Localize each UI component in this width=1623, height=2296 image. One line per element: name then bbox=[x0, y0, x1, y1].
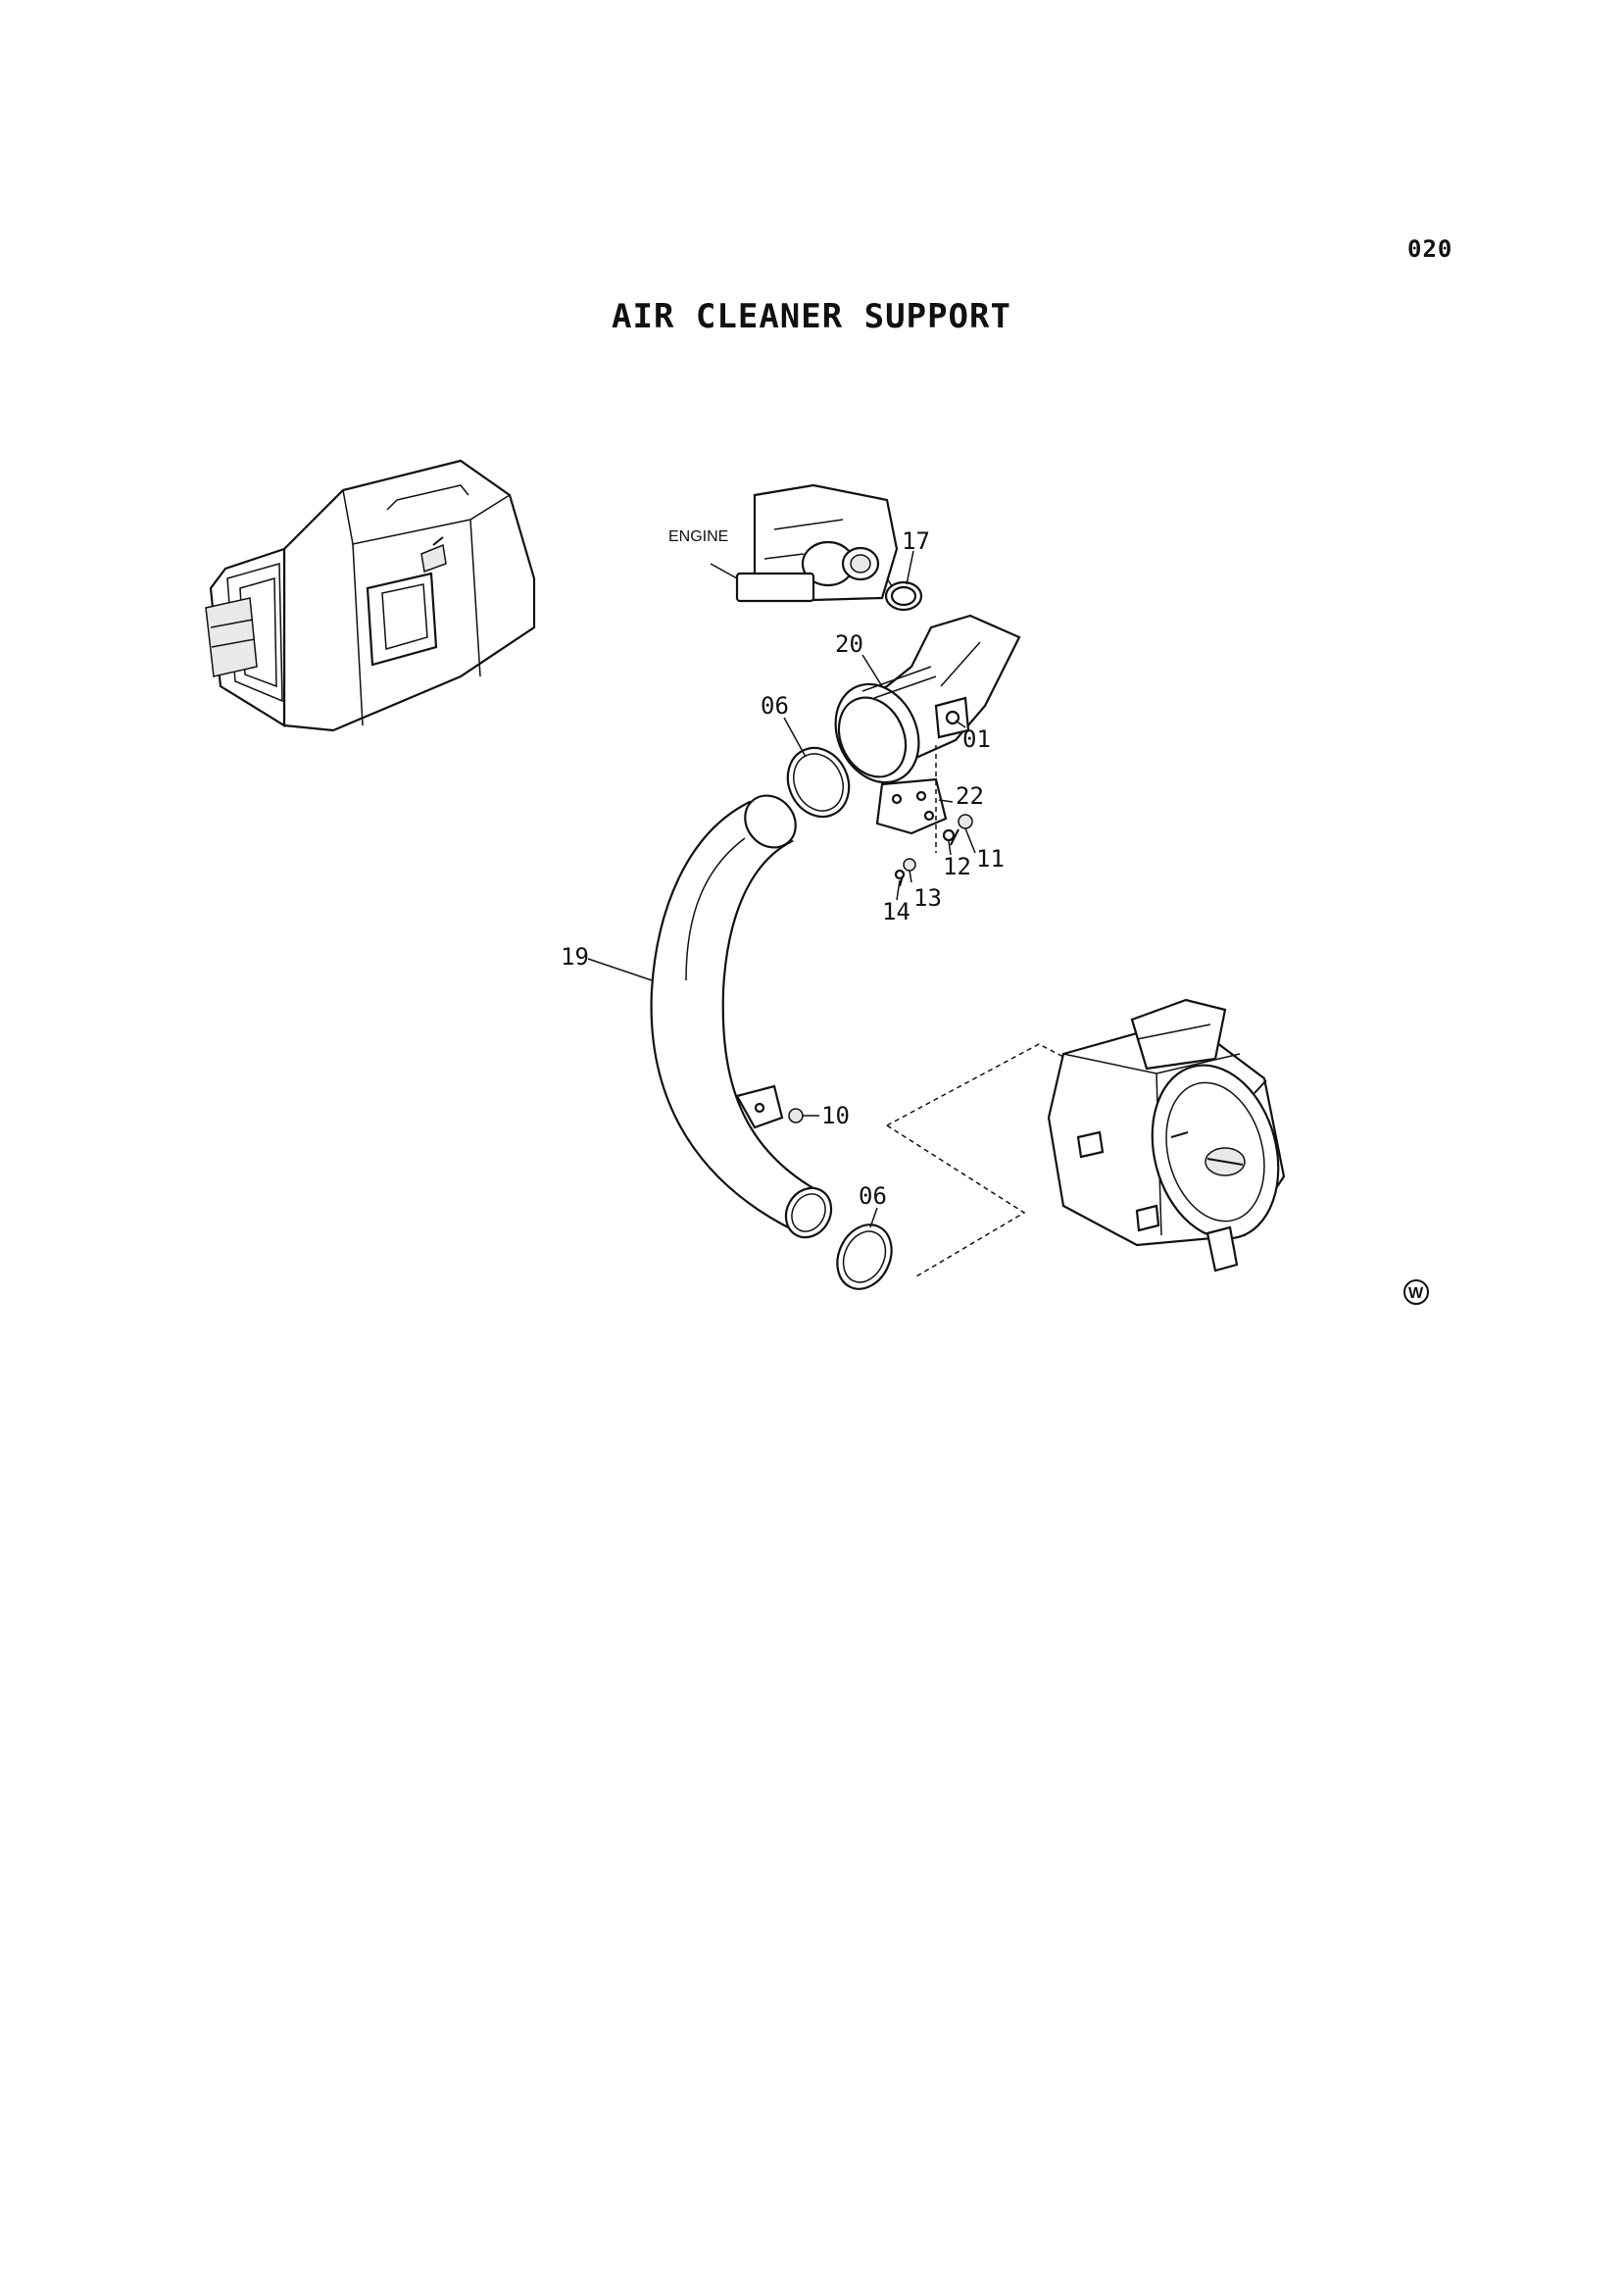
callout-17: 17 bbox=[902, 527, 930, 555]
page-number: 020 bbox=[1407, 235, 1453, 263]
callout-13: 13 bbox=[913, 884, 942, 912]
callout-10: 10 bbox=[821, 1102, 850, 1129]
engine-turbo-outlet bbox=[710, 483, 899, 603]
circled-w-letter: W bbox=[1408, 1285, 1424, 1302]
callout-06-bottom: 06 bbox=[859, 1182, 887, 1210]
intake-hose-19 bbox=[650, 794, 833, 1239]
callout-01: 01 bbox=[962, 725, 991, 753]
elbow-pipe-20 bbox=[834, 614, 1021, 784]
callout-22: 22 bbox=[956, 782, 984, 810]
air-cleaner-assembly bbox=[1047, 998, 1286, 1273]
page-title: AIR CLEANER SUPPORT bbox=[612, 297, 1011, 336]
callout-06-top: 06 bbox=[761, 692, 789, 720]
engine-label: ENGINE bbox=[668, 528, 728, 545]
bracket-22 bbox=[875, 777, 948, 835]
machine-overview-illustration bbox=[205, 459, 536, 732]
callout-20: 20 bbox=[835, 630, 863, 658]
circled-w-mark: W bbox=[1403, 1279, 1429, 1305]
callout-19: 19 bbox=[561, 943, 589, 971]
callout-12: 12 bbox=[943, 853, 971, 880]
hose-clamp-17 bbox=[884, 577, 923, 612]
bolt-11-washer-12 bbox=[942, 814, 973, 846]
callout-11: 11 bbox=[976, 845, 1005, 873]
callout-14: 14 bbox=[882, 898, 910, 925]
